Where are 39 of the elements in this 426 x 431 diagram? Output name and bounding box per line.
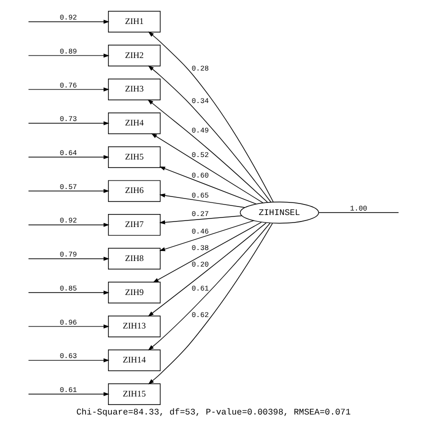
node-box: ZIH6 xyxy=(108,180,160,202)
arrow xyxy=(152,222,262,283)
arrow xyxy=(158,215,242,224)
arrow xyxy=(158,166,256,204)
arrow xyxy=(28,256,109,261)
node-box: ZIH13 xyxy=(108,316,160,338)
arrow xyxy=(147,99,268,203)
caption: Chi-Square=84.33, df=53, P-value=0.00398, RMSEA=0.071 xyxy=(76,407,350,418)
node-box: ZIH3 xyxy=(108,78,160,100)
node-box: ZIH4 xyxy=(108,112,160,134)
arrow xyxy=(28,290,109,295)
arrow xyxy=(148,222,270,350)
arrow xyxy=(150,133,263,204)
arrow xyxy=(28,188,109,194)
node-box: ZIH7 xyxy=(108,214,160,236)
arrow xyxy=(28,87,109,92)
arrow xyxy=(28,392,109,396)
arrow xyxy=(28,222,109,227)
connector xyxy=(318,212,398,213)
arrow xyxy=(28,324,109,328)
arrow xyxy=(158,220,254,252)
arrow xyxy=(148,32,274,202)
node-box: ZIH1 xyxy=(108,10,160,33)
node-box: ZIH14 xyxy=(108,350,160,372)
node-box: ZIH8 xyxy=(108,248,160,270)
node-box: ZIH5 xyxy=(108,146,160,168)
arrow xyxy=(28,20,109,24)
node-box: ZIH2 xyxy=(108,44,160,66)
arrow xyxy=(28,155,109,160)
arrow xyxy=(28,121,109,126)
arrow xyxy=(28,54,109,58)
arrow xyxy=(158,194,245,208)
node-box: ZIH9 xyxy=(108,282,160,304)
arrow xyxy=(148,222,272,384)
arrow xyxy=(147,222,266,317)
arrow xyxy=(28,358,109,362)
node-box: ZIH15 xyxy=(108,383,160,405)
arrow xyxy=(148,65,271,202)
node-ellipse: ZIHINSEL xyxy=(239,202,318,224)
